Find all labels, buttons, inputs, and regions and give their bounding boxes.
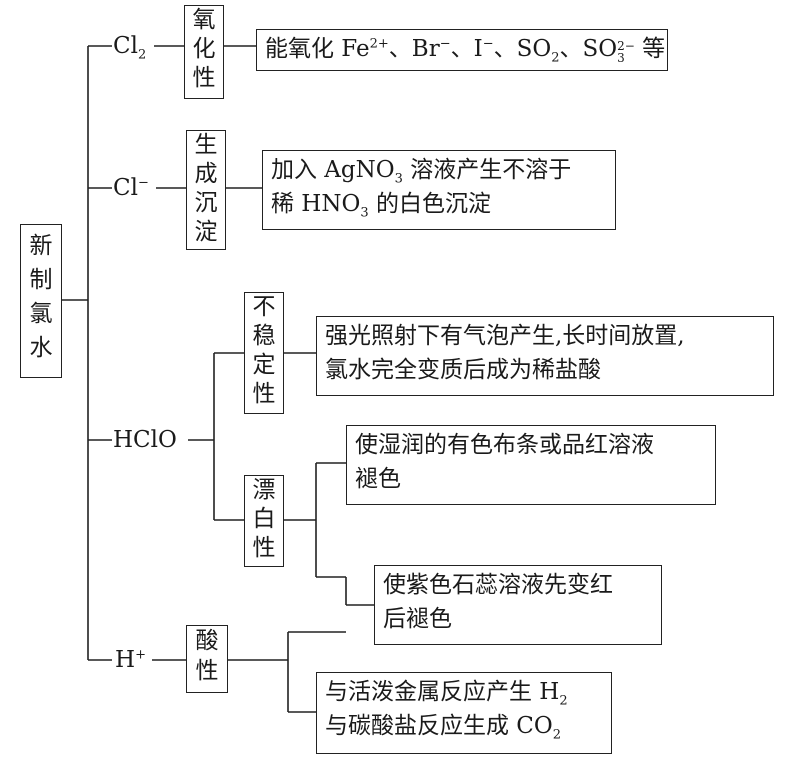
property-char: 成 (194, 161, 218, 187)
branch-label-cl-minus: Cl− (112, 173, 150, 203)
root-char: 新 (29, 233, 53, 259)
property-box-precipitate: 生 成 沉 淀 (186, 130, 226, 250)
property-char: 性 (192, 65, 216, 91)
property-char: 稳 (252, 323, 276, 349)
detail-box-litmus: 使紫色石蕊溶液先变红 后褪色 (374, 565, 662, 645)
root-char: 制 (29, 267, 53, 293)
property-box-oxidizing: 氧 化 性 (184, 5, 224, 99)
property-char: 白 (252, 506, 276, 532)
property-char: 不 (252, 294, 276, 320)
detail-box-bleaching: 使湿润的有色布条或品红溶液 褪色 (346, 425, 716, 505)
branch-label-h-plus: H+ (114, 645, 147, 675)
property-box-unstable: 不 稳 定 性 (244, 292, 284, 414)
branch-label-hclo: HClO (112, 425, 178, 455)
property-char: 淀 (194, 219, 218, 245)
property-char: 化 (192, 36, 216, 62)
property-char: 性 (195, 658, 219, 684)
property-char: 性 (252, 535, 276, 561)
property-box-bleaching: 漂 白 性 (244, 475, 284, 567)
property-char: 性 (252, 381, 276, 407)
detail-box-precipitate: 加入 AgNO3 溶液产生不溶于 稀 HNO3 的白色沉淀 (262, 150, 616, 230)
property-char: 漂 (252, 477, 276, 503)
detail-box-unstable: 强光照射下有气泡产生,长时间放置, 氯水完全变质后成为稀盐酸 (316, 316, 774, 396)
root-node-box: 新 制 氯 水 (20, 224, 62, 378)
detail-box-acid-reactions: 与活泼金属反应产生 H2 与碳酸盐反应生成 CO2 (316, 672, 612, 754)
property-char: 酸 (195, 628, 219, 654)
branch-label-cl2: Cl2 (112, 31, 148, 63)
property-char: 沉 (194, 190, 218, 216)
root-char: 氯 (29, 301, 53, 327)
property-char: 生 (194, 132, 218, 158)
property-box-acidic: 酸 性 (186, 625, 228, 693)
root-char: 水 (29, 335, 53, 361)
property-char: 定 (252, 352, 276, 378)
property-char: 氧 (192, 7, 216, 33)
